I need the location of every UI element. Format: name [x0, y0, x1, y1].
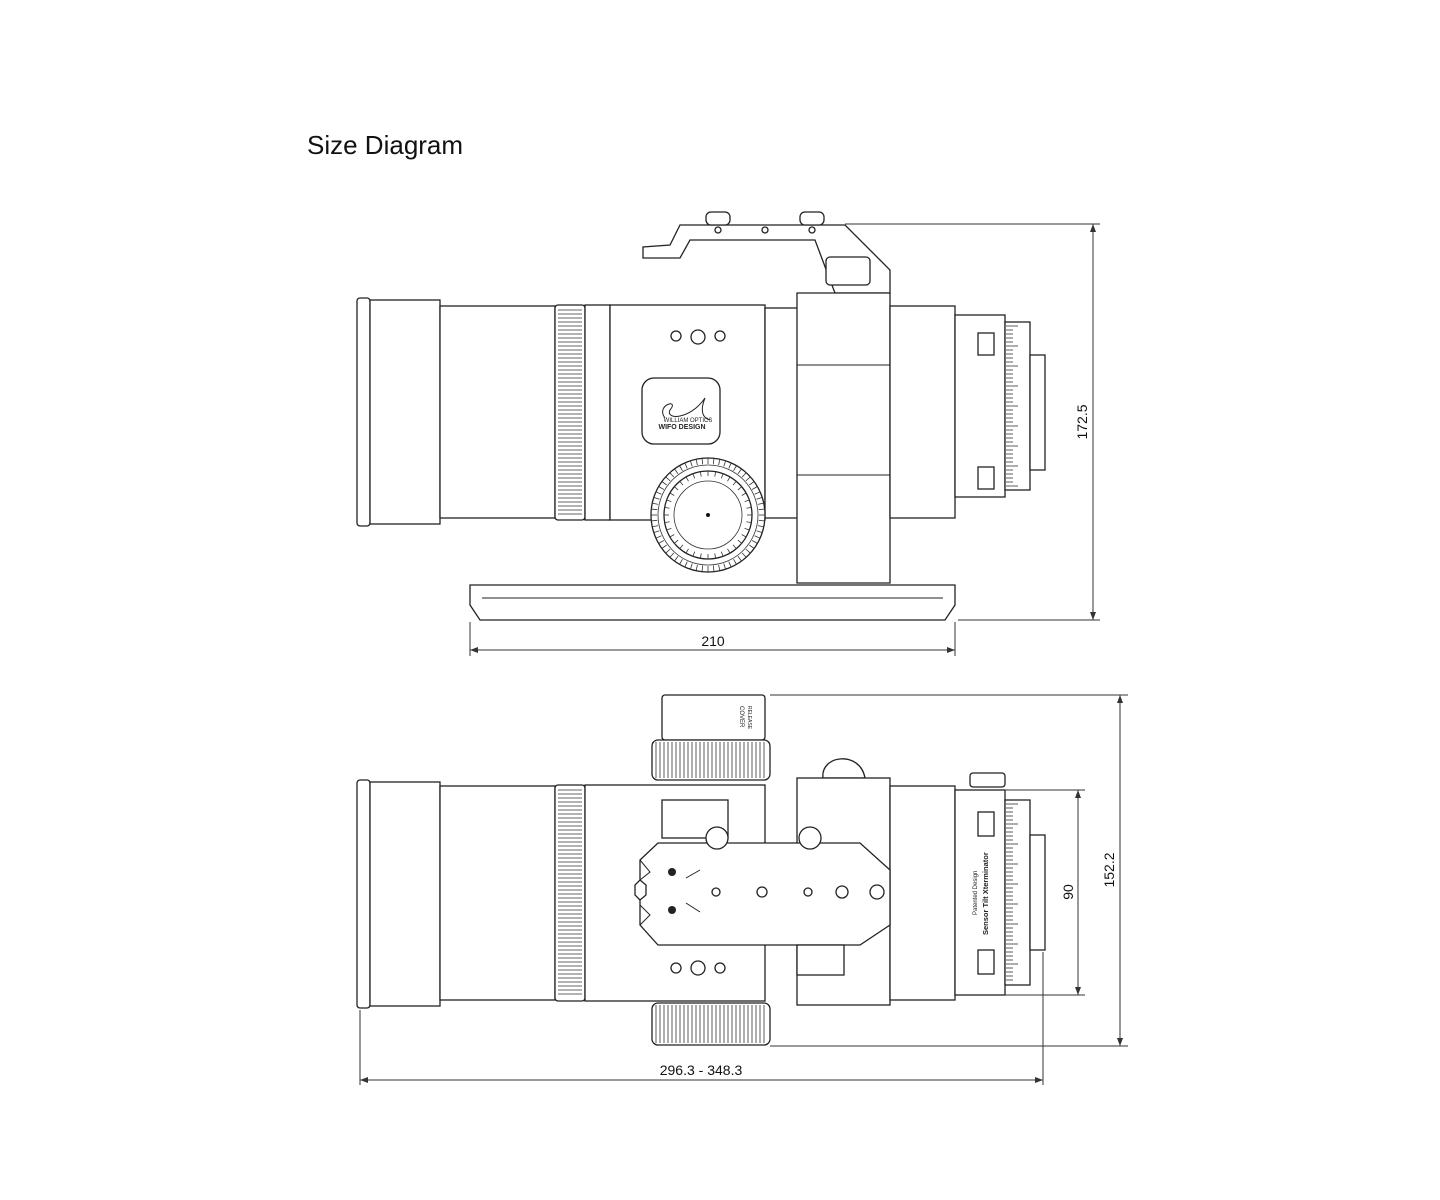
svg-text:Sensor Tilt Xterminator: Sensor Tilt Xterminator [981, 852, 990, 935]
svg-text:WIFO DESIGN: WIFO DESIGN [658, 424, 705, 431]
knurling [558, 789, 582, 995]
length-dimension-label: 296.3 - 348.3 [660, 1062, 743, 1078]
side-view-drawing: WILLIAM OPTICS WIFO DESIGN [356, 211, 1046, 621]
rear-body [889, 785, 956, 1001]
focuser-block [764, 307, 801, 519]
dial-ticks [651, 458, 765, 572]
focus-ring [554, 304, 586, 521]
focus-knob-bottom [651, 1002, 771, 1046]
knob-icon [799, 211, 825, 226]
top-view-dimensions [359, 694, 1128, 1085]
plate-dimension-label: 90 [1060, 884, 1076, 900]
page-title: Size Diagram [307, 130, 464, 160]
lock-knob [969, 772, 1006, 788]
tilt-scale [1004, 799, 1031, 986]
camera-adapter [1029, 354, 1046, 471]
side-view-dimensions [469, 223, 1100, 656]
dew-shield [369, 299, 441, 525]
focus-knob-top [651, 739, 771, 781]
tube [439, 305, 556, 519]
screw-icon [977, 466, 995, 490]
svg-text:RELEASE: RELEASE [746, 706, 752, 730]
height-dimension-label: 152.2 [1101, 852, 1117, 887]
focus-ring [554, 784, 586, 1002]
knob-icon [798, 826, 822, 850]
dew-shield [369, 781, 441, 1007]
svg-text:COVER: COVER [738, 706, 744, 728]
width-dimension-label: 210 [701, 633, 725, 649]
base-plate [469, 584, 956, 621]
dew-shield-ring [356, 297, 371, 527]
logo-swan-icon [662, 397, 711, 421]
screw-icon [977, 811, 995, 837]
tilt-scale-ticks [1006, 325, 1018, 487]
body-ring [584, 304, 611, 521]
tilt-scale-ticks [1006, 803, 1018, 981]
hex-bolt-icon [634, 879, 647, 901]
clamp [796, 292, 891, 584]
knob-icon [705, 211, 731, 226]
svg-text:WILLIAM OPTICS: WILLIAM OPTICS [664, 418, 713, 424]
tube [439, 785, 556, 1001]
top-view-drawing: COVER RELEASE Patented Design Sensor Til… [356, 694, 1046, 1046]
handle-grip [825, 256, 871, 286]
svg-text:Patented Design: Patented Design [973, 871, 979, 915]
knurling [558, 309, 582, 515]
screw-icon [977, 332, 995, 356]
camera-adapter [1029, 834, 1046, 951]
knob-icon [705, 826, 729, 850]
logo-badge [641, 377, 721, 445]
knurling [655, 742, 765, 1043]
screw-icon [977, 949, 995, 975]
height-dimension-label: 172.5 [1074, 404, 1090, 439]
rear-body [889, 305, 956, 519]
thumb-screw [822, 758, 866, 779]
